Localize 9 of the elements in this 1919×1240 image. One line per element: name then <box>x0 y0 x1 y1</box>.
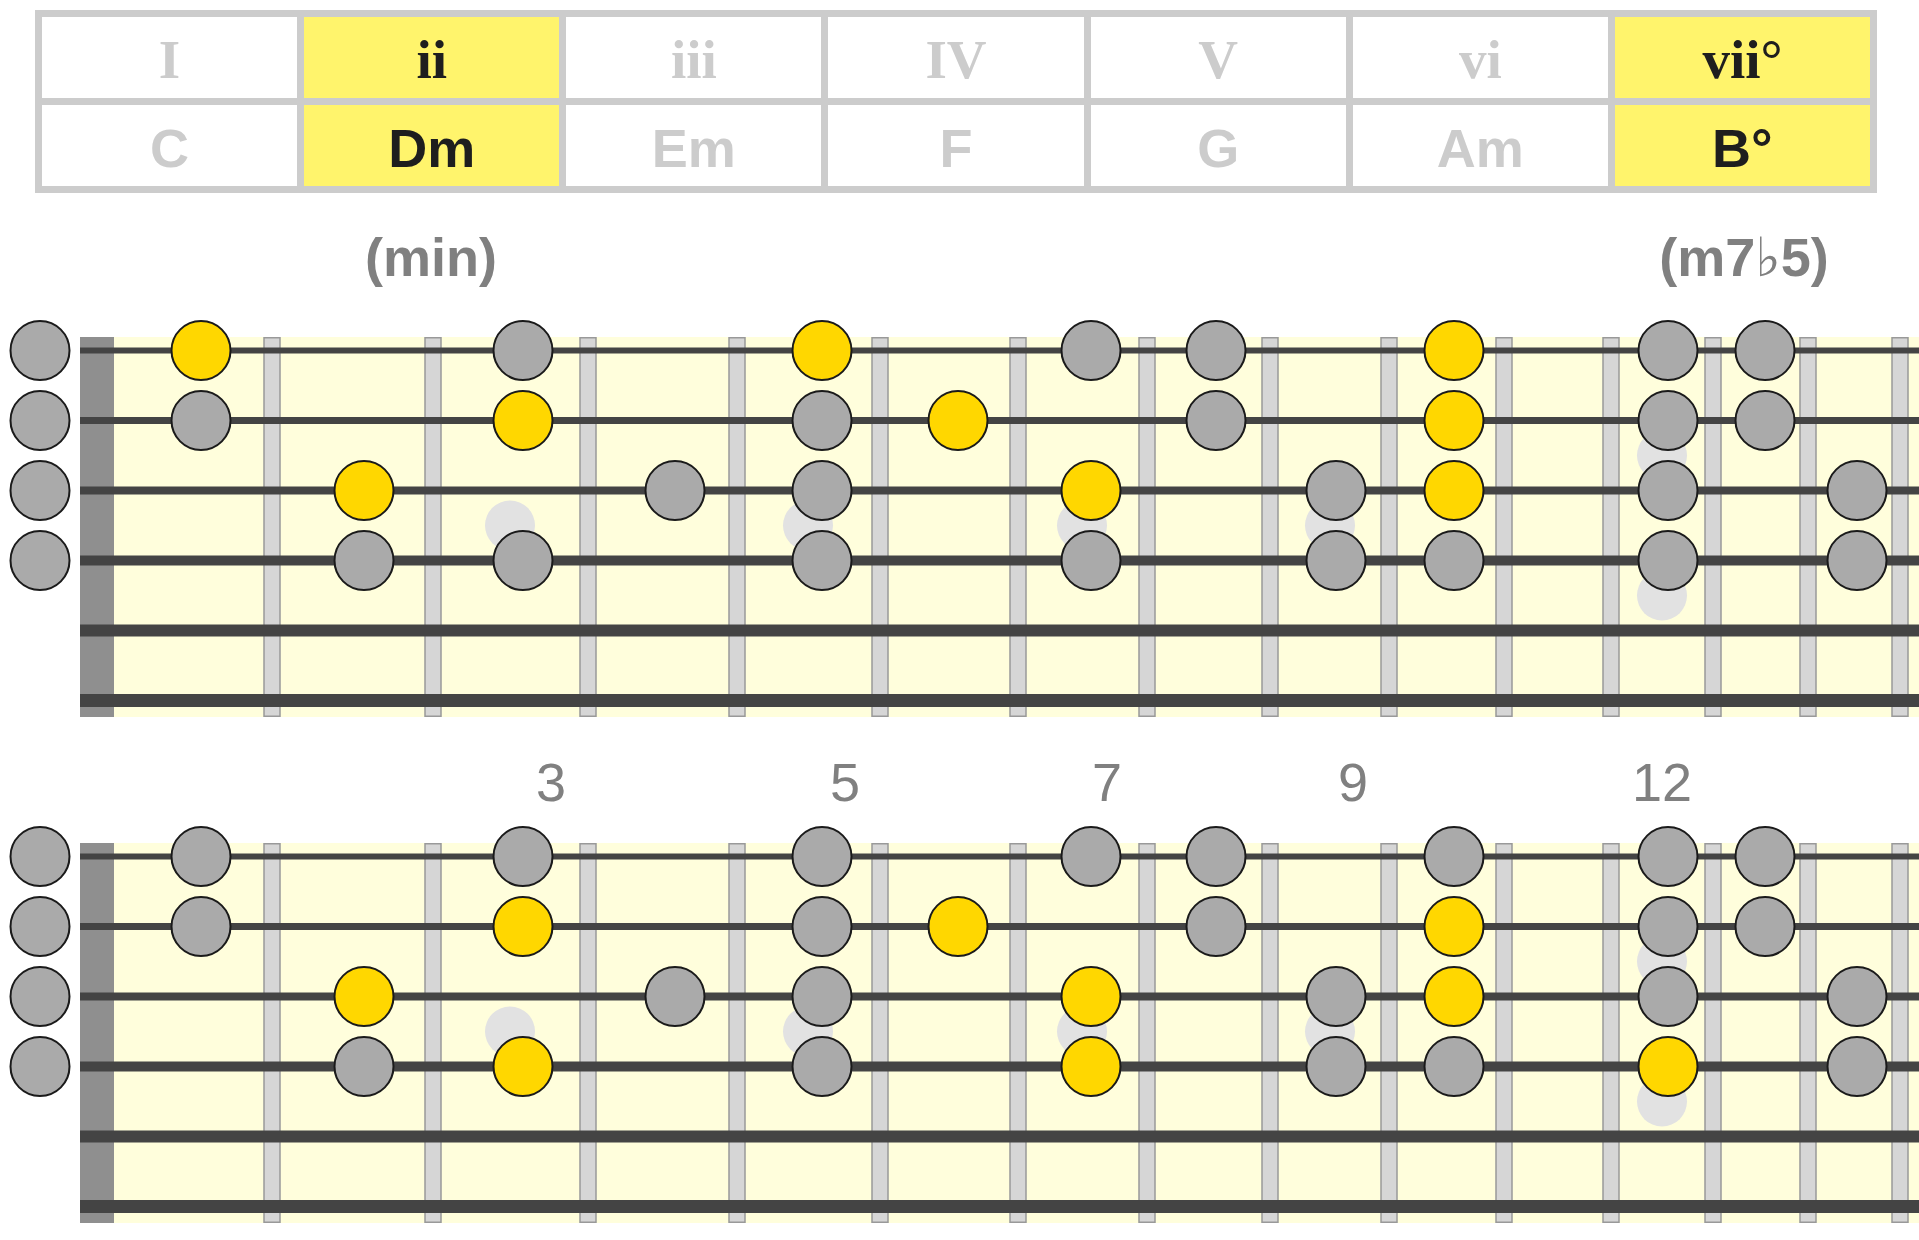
scale-degree-cell: ii <box>304 17 560 98</box>
fret-number: 12 <box>1631 755 1693 809</box>
fret-number: 9 <box>1338 755 1368 809</box>
fret-number: 7 <box>1092 755 1122 809</box>
chord-name-cell: B° <box>1614 105 1870 186</box>
chord-name-cell: Dm <box>304 105 560 186</box>
fret-number: 3 <box>536 755 566 809</box>
fret-number: 5 <box>830 755 860 809</box>
scale-degree-cell: vii° <box>1614 17 1870 98</box>
